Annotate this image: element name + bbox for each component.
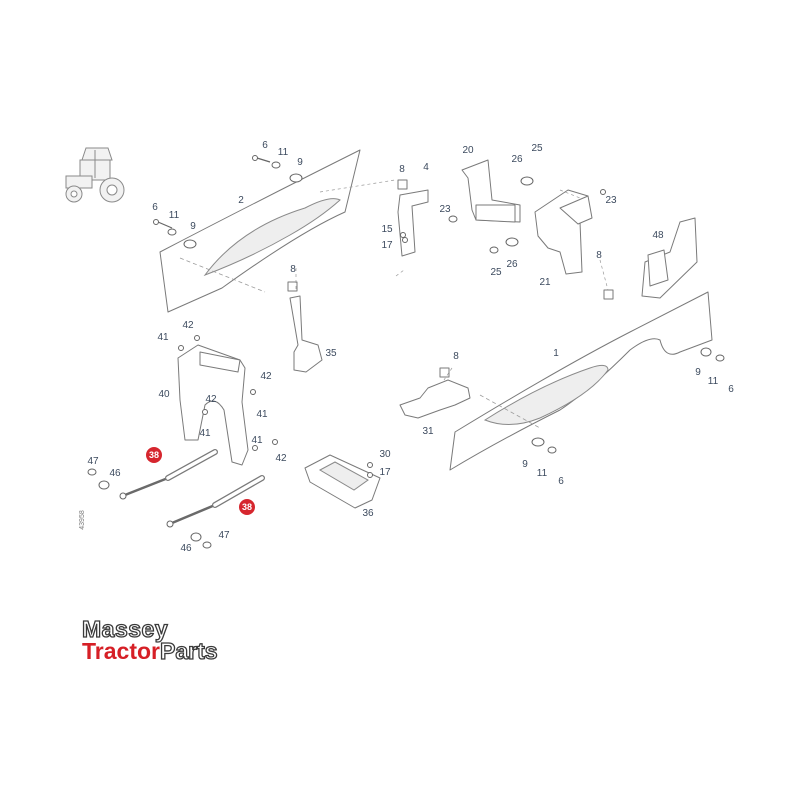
- callout-9[interactable]: 9: [695, 367, 701, 378]
- highlight-badge-38-upper[interactable]: 38: [146, 447, 162, 463]
- bracket-20-part: [461, 159, 521, 223]
- callout-42[interactable]: 42: [182, 320, 194, 331]
- svg-text:38: 38: [149, 450, 159, 460]
- callout-21[interactable]: 21: [539, 277, 551, 288]
- callout-6[interactable]: 6: [728, 384, 734, 395]
- callout-8[interactable]: 8: [453, 351, 459, 362]
- callout-11[interactable]: 11: [278, 147, 289, 158]
- gas-strut-lower-part: [166, 475, 265, 528]
- callout-41[interactable]: 41: [251, 435, 263, 446]
- callout-35[interactable]: 35: [325, 348, 337, 359]
- callout-2[interactable]: 2: [238, 195, 244, 206]
- svg-text:38: 38: [242, 502, 252, 512]
- callout-6[interactable]: 6: [558, 476, 564, 487]
- callout-23[interactable]: 23: [439, 204, 451, 215]
- callout-40[interactable]: 40: [158, 389, 170, 400]
- callout-42[interactable]: 42: [205, 394, 217, 405]
- callout-8[interactable]: 8: [290, 264, 296, 275]
- callout-46[interactable]: 46: [180, 543, 192, 554]
- fasteners-group: [87, 155, 725, 549]
- brand-parts-text: Parts: [159, 638, 218, 664]
- callout-26[interactable]: 26: [511, 154, 523, 165]
- callout-26[interactable]: 26: [506, 259, 518, 270]
- callout-46[interactable]: 46: [109, 468, 121, 479]
- callout-9[interactable]: 9: [190, 221, 196, 232]
- callout-23[interactable]: 23: [605, 195, 617, 206]
- callout-42[interactable]: 42: [275, 453, 287, 464]
- highlight-badge-38-lower[interactable]: 38: [239, 499, 255, 515]
- right-fender-part: [449, 291, 713, 471]
- callout-25[interactable]: 25: [531, 143, 543, 154]
- callout-47[interactable]: 47: [218, 530, 230, 541]
- callout-9[interactable]: 9: [297, 157, 303, 168]
- left-fender-part: [159, 149, 396, 313]
- callout-41[interactable]: 41: [199, 428, 211, 439]
- callout-9[interactable]: 9: [522, 459, 528, 470]
- callout-31[interactable]: 31: [422, 426, 434, 437]
- callout-36[interactable]: 36: [362, 508, 374, 519]
- bracket-48-part: [641, 217, 698, 299]
- brand-line-1: Massey: [81, 616, 169, 642]
- bracket-4-part: [397, 179, 429, 257]
- callout-11[interactable]: 11: [537, 468, 548, 479]
- callout-25[interactable]: 25: [490, 267, 502, 278]
- bracket-40-part: [177, 344, 249, 466]
- callout-42[interactable]: 42: [260, 371, 272, 382]
- callout-labels: 6 11 9 2 6 11 9 8 4 15 17 20 26 25 23 23…: [87, 140, 734, 554]
- callout-6[interactable]: 6: [262, 140, 268, 151]
- brand-logo: Massey TractorParts: [81, 616, 218, 664]
- callout-11[interactable]: 11: [169, 210, 180, 221]
- callout-1[interactable]: 1: [553, 348, 559, 359]
- bracket-35-part: [287, 281, 323, 373]
- support-21-part: [534, 189, 593, 275]
- callout-30[interactable]: 30: [379, 449, 391, 460]
- callout-17[interactable]: 17: [379, 467, 391, 478]
- callout-41[interactable]: 41: [157, 332, 169, 343]
- callout-4[interactable]: 4: [423, 162, 429, 173]
- callout-47[interactable]: 47: [87, 456, 99, 467]
- callout-6[interactable]: 6: [152, 202, 158, 213]
- tractor-thumbnail-icon: [65, 147, 125, 203]
- gas-strut-upper-part: [119, 449, 218, 500]
- callout-48[interactable]: 48: [652, 230, 664, 241]
- callout-11[interactable]: 11: [708, 376, 719, 387]
- callout-15[interactable]: 15: [381, 224, 393, 235]
- callout-20[interactable]: 20: [462, 145, 474, 156]
- bracket-31-part: [399, 367, 471, 419]
- callout-17[interactable]: 17: [381, 240, 393, 251]
- callout-8[interactable]: 8: [399, 164, 405, 175]
- brand-tractor-text: Tractor: [82, 638, 160, 664]
- plate-36-part: [304, 454, 381, 509]
- callout-41[interactable]: 41: [256, 409, 268, 420]
- reference-code: 43958: [79, 510, 86, 530]
- callout-8[interactable]: 8: [596, 250, 602, 261]
- leader-lines: [295, 189, 609, 381]
- brand-line-2: TractorParts: [82, 638, 218, 664]
